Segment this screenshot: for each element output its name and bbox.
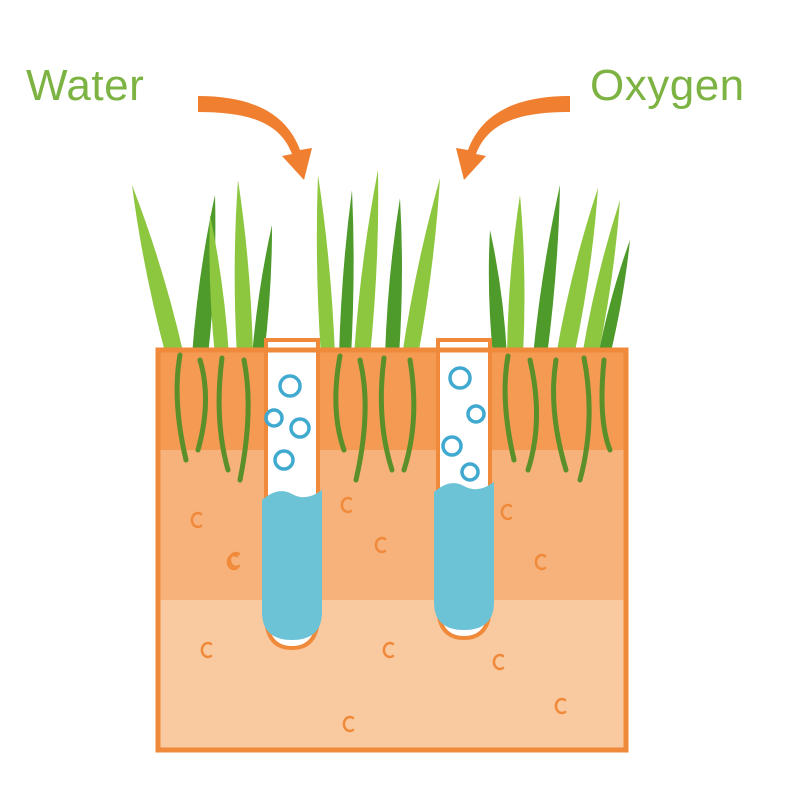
soil-particle [228,551,241,569]
bubble-icon [273,449,295,471]
grass-blade [598,240,630,356]
soil-middle-layer [158,450,626,600]
grass-blade [209,215,229,356]
root [551,357,569,473]
soil-particle [190,511,203,529]
grass-blade [507,195,525,356]
soil-particle [342,715,355,733]
soil-bottom-layer [158,600,626,750]
grass-blade [582,200,620,356]
grass-blades [132,170,630,356]
soil-particle [340,496,353,514]
root [216,355,231,473]
soil-border [155,347,629,753]
root [353,357,368,483]
soil-particle [382,641,395,659]
soil-particle [500,503,513,521]
bubble-icon [264,408,284,428]
aeration-core-right [434,338,494,641]
bubble-icon [441,435,463,457]
soil-particle [554,697,567,715]
root [599,357,613,453]
grass-blade [339,190,354,356]
bubble-icon [466,404,486,424]
root [237,357,251,483]
grass-blade [488,230,507,356]
soil-particle [534,553,547,571]
grass-blade [556,188,598,356]
grass-blade [402,178,440,356]
soil-particle [374,536,387,554]
soil-particle [492,653,505,671]
root [174,352,189,463]
bubble-icon [289,417,311,439]
root [525,357,540,473]
oxygen-bubbles [264,366,486,482]
root [333,353,347,453]
soil-particle [200,641,213,659]
curved-arrow-down-right-icon [198,96,312,180]
root [401,357,417,473]
water-label: Water [26,61,145,110]
bubble-icon [278,374,302,398]
grass-blade [132,185,184,356]
water-fill-left [262,490,322,640]
root [502,353,517,463]
soil-particle [226,553,239,571]
grass-blade [234,180,253,356]
grass-blade [533,185,560,356]
grass-blade [354,170,379,356]
root [378,355,395,473]
bubble-icon [448,366,472,390]
curved-arrow-down-left-icon [456,96,570,180]
bubble-icon [460,462,480,482]
grass-roots [174,352,613,483]
grass-blade [385,198,402,356]
water-fill-right [434,482,494,630]
grass-blade [252,225,273,356]
oxygen-label: Oxygen [590,61,745,110]
soil-top-layer [158,350,626,450]
aeration-core-left [262,338,322,651]
soil-particles [190,496,567,733]
soil-block [158,350,626,750]
root [577,355,592,483]
grass-blade [316,175,335,356]
root [195,357,208,453]
